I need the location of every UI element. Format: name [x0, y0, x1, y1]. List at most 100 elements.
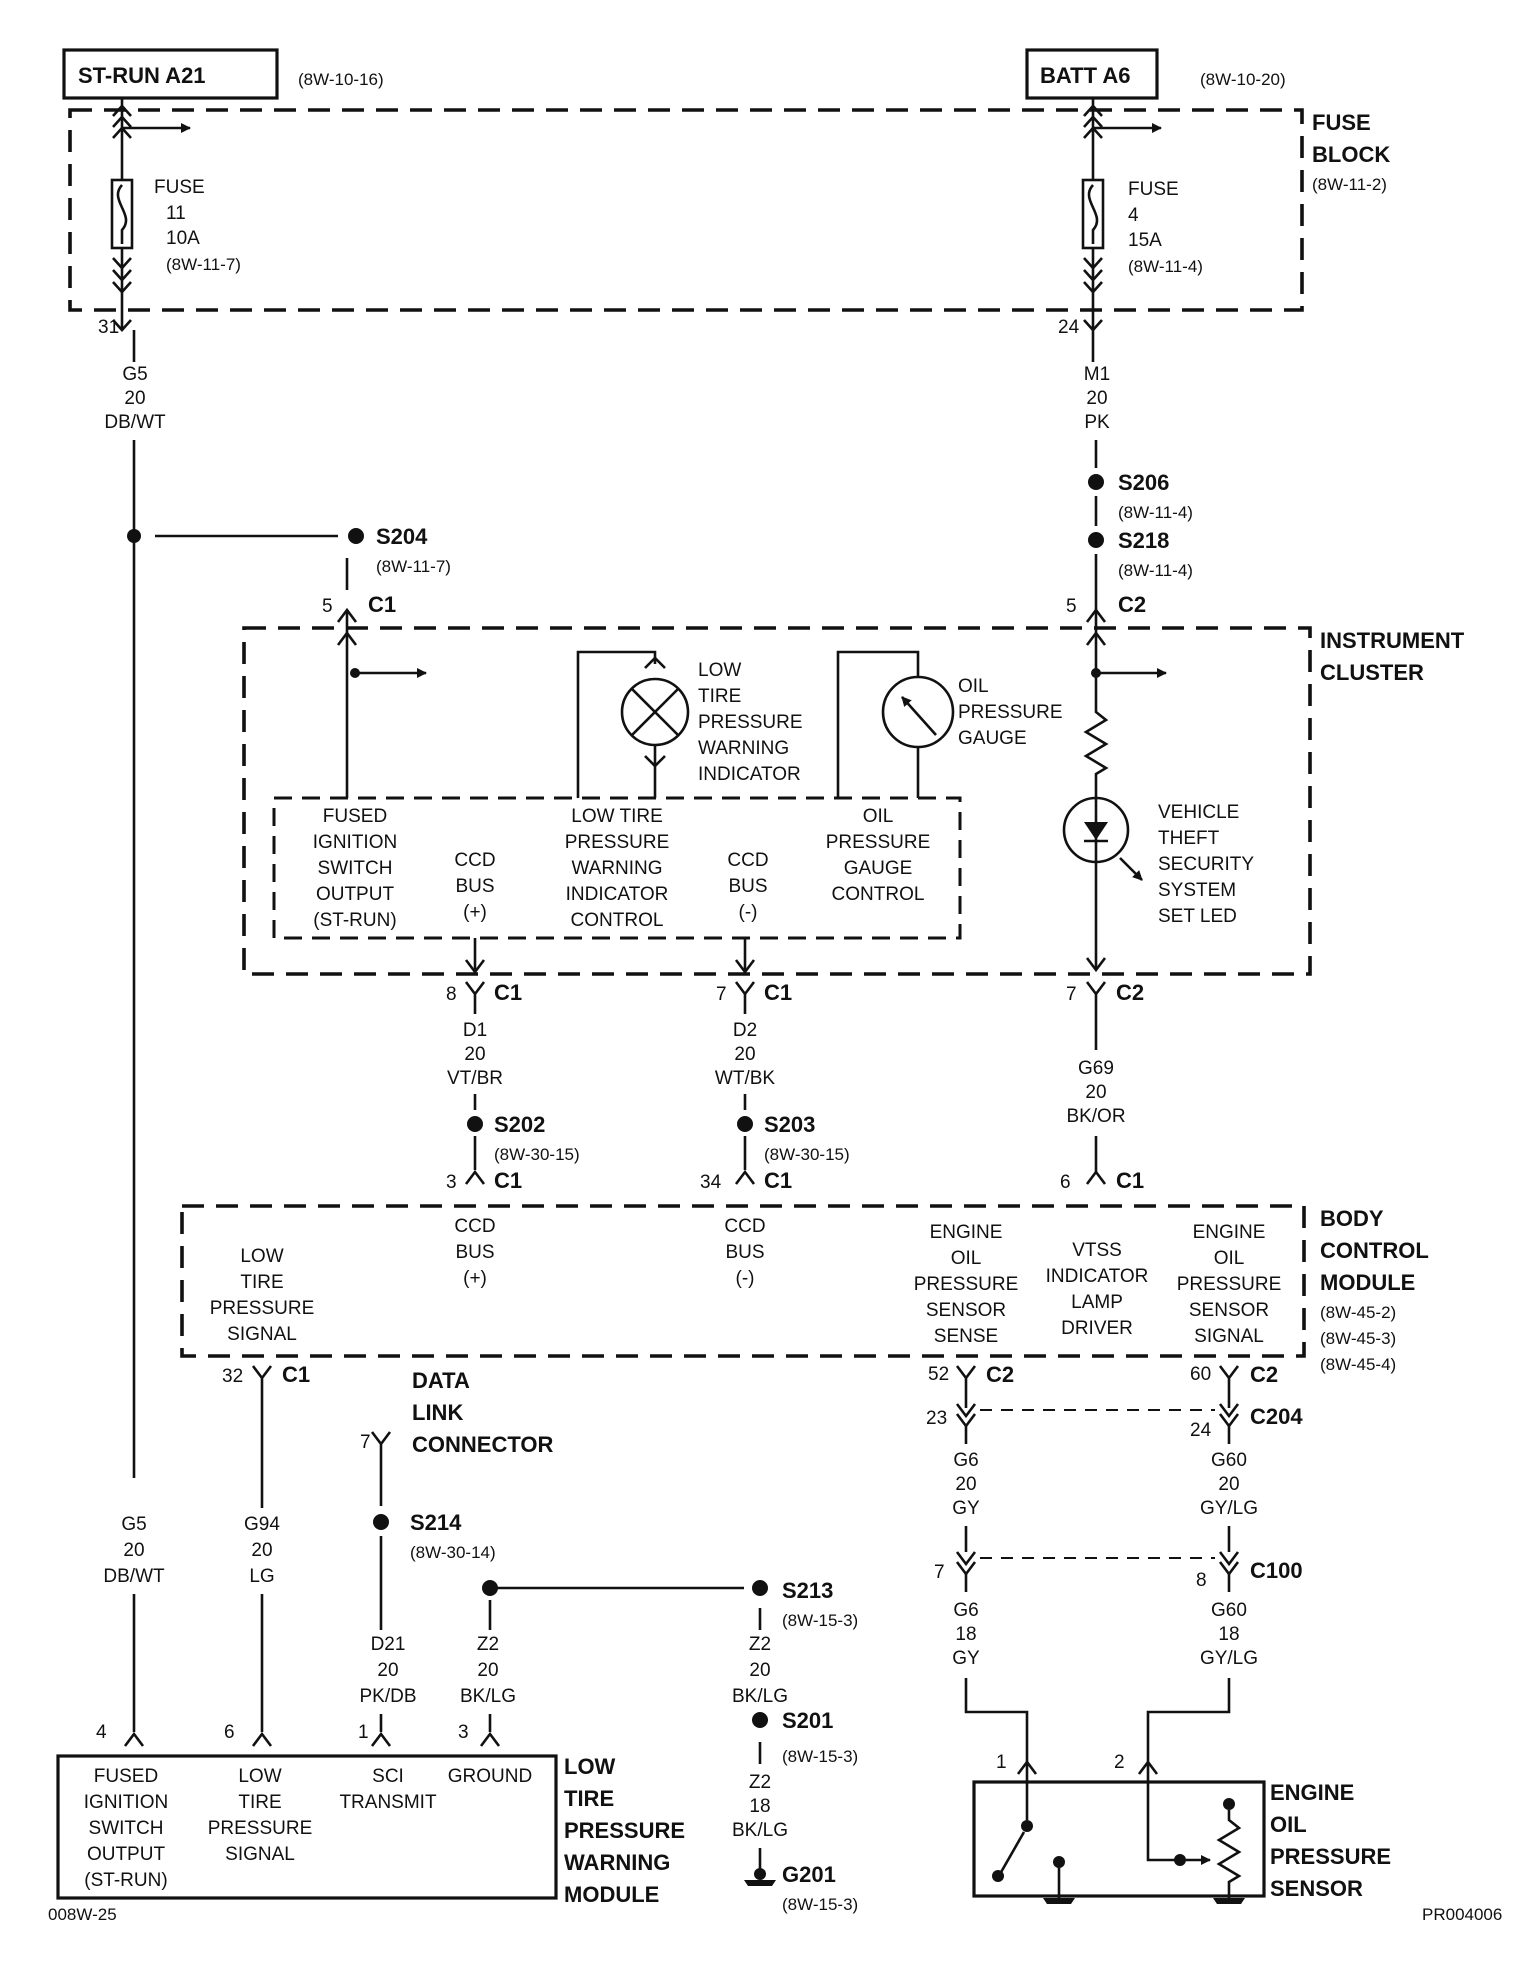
svg-text:24: 24	[1190, 1420, 1212, 1441]
instrument-cluster-outline	[242, 626, 1312, 976]
svg-text:(+): (+)	[463, 902, 487, 923]
ccd-pos-output: 8 C1	[446, 938, 522, 1014]
connector-bcm-c2-g6: 52 C2	[928, 1362, 1014, 1408]
svg-text:CCD: CCD	[454, 850, 495, 871]
svg-text:CCD: CCD	[724, 1216, 765, 1237]
fuse-4: FUSE 4 15A (8W-11-4) 24	[1058, 98, 1203, 338]
svg-text:VTSS: VTSS	[1072, 1240, 1122, 1261]
ltpwm-label-ground: GROUND	[448, 1766, 532, 1787]
splice-s213: S213 (8W-15-3)	[752, 1578, 858, 1630]
svg-text:PK: PK	[1084, 412, 1110, 433]
fuse-label: FUSE	[1128, 179, 1179, 200]
svg-text:G201: G201	[782, 1862, 836, 1887]
fuse-number: 4	[1128, 205, 1139, 226]
svg-text:Z2: Z2	[749, 1634, 771, 1655]
svg-text:PRESSURE: PRESSURE	[958, 702, 1063, 723]
svg-text:LOW: LOW	[564, 1754, 616, 1779]
svg-text:23: 23	[926, 1408, 947, 1429]
svg-text:S203: S203	[764, 1112, 815, 1137]
svg-text:TIRE: TIRE	[238, 1792, 281, 1813]
bcm-label-ccd-pos: CCD BUS (+)	[454, 1216, 495, 1289]
splice-s214: S214 (8W-30-14)	[373, 1510, 496, 1630]
svg-text:LG: LG	[249, 1566, 274, 1587]
svg-text:D1: D1	[463, 1020, 487, 1041]
svg-text:PRESSURE: PRESSURE	[1177, 1274, 1282, 1295]
source-ref: (8W-10-16)	[298, 70, 384, 89]
svg-text:BUS: BUS	[728, 876, 767, 897]
fuse-rating: 15A	[1128, 230, 1162, 251]
cluster-inner-outline	[272, 796, 962, 940]
svg-text:MODULE: MODULE	[1320, 1270, 1415, 1295]
svg-text:5: 5	[322, 596, 333, 617]
label-ccd-pos: CCD BUS (+)	[454, 850, 495, 923]
splice-s206: S206 (8W-11-4)	[1088, 470, 1193, 522]
svg-text:(8W-30-15): (8W-30-15)	[764, 1145, 850, 1164]
connector-ic-c2-top: 5 C2	[1066, 592, 1167, 800]
svg-text:1: 1	[358, 1722, 369, 1743]
svg-text:OIL: OIL	[951, 1248, 982, 1269]
svg-text:8: 8	[1196, 1570, 1207, 1591]
vtss-output: 7 C2	[1066, 980, 1144, 1050]
bcm-label-eop-sense: ENGINE OIL PRESSURE SENSOR SENSE	[914, 1222, 1019, 1347]
svg-text:BODY: BODY	[1320, 1206, 1384, 1231]
svg-text:PRESSURE: PRESSURE	[210, 1298, 315, 1319]
svg-text:5: 5	[1066, 596, 1077, 617]
footer-right-code: PR004006	[1422, 1905, 1502, 1924]
svg-text:(ST-RUN): (ST-RUN)	[313, 910, 396, 931]
svg-text:Z2: Z2	[477, 1634, 499, 1655]
svg-text:BUS: BUS	[725, 1242, 764, 1263]
svg-text:LAMP: LAMP	[1071, 1292, 1123, 1313]
svg-text:(8W-15-3): (8W-15-3)	[782, 1747, 858, 1766]
svg-text:C1: C1	[1116, 1168, 1144, 1193]
engine-oil-pressure-sensor: 1 2	[972, 1752, 1266, 1904]
wire-m1	[1091, 330, 1098, 468]
svg-text:C1: C1	[764, 1168, 792, 1193]
low-tire-warning-indicator-icon	[576, 650, 690, 798]
svg-text:C1: C1	[282, 1362, 310, 1387]
svg-text:GROUND: GROUND	[448, 1766, 532, 1787]
wire-g60-b-label: G60 18 GY/LG	[1200, 1600, 1258, 1669]
splice-s218: S218 (8W-11-4)	[1088, 528, 1193, 580]
svg-text:C1: C1	[494, 1168, 522, 1193]
fuse-ref: (8W-11-4)	[1128, 257, 1203, 276]
svg-text:FUSED: FUSED	[323, 806, 387, 827]
svg-text:32: 32	[222, 1366, 243, 1387]
ltpwm-label-sci: SCI TRANSMIT	[339, 1766, 437, 1813]
oil-gauge-label: OIL PRESSURE GAUGE	[958, 676, 1063, 749]
fuse-label: FUSE	[154, 177, 205, 198]
bcm-label-vtss-driver: VTSS INDICATOR LAMP DRIVER	[1046, 1240, 1149, 1339]
svg-text:OUTPUT: OUTPUT	[87, 1844, 166, 1865]
label-ccd-neg: CCD BUS (-)	[727, 850, 768, 923]
svg-text:CONTROL: CONTROL	[832, 884, 925, 905]
fuse-11: FUSE 11 10A (8W-11-7) 31	[98, 98, 241, 338]
batt-a6-source: BATT A6 (8W-10-20)	[1025, 48, 1286, 100]
svg-text:SENSOR: SENSOR	[1189, 1300, 1269, 1321]
bcm-outline	[180, 1204, 1306, 1358]
wire-g6-a-label: G6 20 GY	[952, 1450, 980, 1519]
svg-text:C2: C2	[986, 1362, 1014, 1387]
svg-text:C204: C204	[1250, 1404, 1303, 1429]
svg-text:GY: GY	[952, 1498, 980, 1519]
splice-s204: S204 (8W-11-7)	[345, 524, 451, 590]
svg-text:ENGINE: ENGINE	[1270, 1780, 1354, 1805]
svg-text:TIRE: TIRE	[240, 1272, 283, 1293]
svg-text:SET LED: SET LED	[1158, 906, 1237, 927]
svg-text:CCD: CCD	[454, 1216, 495, 1237]
connector-bcm-c1-g94: 32 C1	[222, 1362, 310, 1508]
svg-text:GAUGE: GAUGE	[844, 858, 913, 879]
svg-text:PRESSURE: PRESSURE	[1270, 1844, 1391, 1869]
svg-text:(8W-11-7): (8W-11-7)	[376, 557, 451, 576]
svg-text:3: 3	[446, 1172, 457, 1193]
oil-pressure-gauge-icon	[836, 650, 955, 798]
svg-text:S201: S201	[782, 1708, 833, 1733]
svg-text:G69: G69	[1078, 1058, 1114, 1079]
svg-text:GY/LG: GY/LG	[1200, 1498, 1258, 1519]
svg-text:20: 20	[123, 1540, 144, 1561]
svg-text:C1: C1	[494, 980, 522, 1005]
wire-g5-top-label: G5 20 DB/WT	[104, 364, 166, 433]
svg-text:VEHICLE: VEHICLE	[1158, 802, 1239, 823]
svg-text:S204: S204	[376, 524, 428, 549]
svg-text:2: 2	[1114, 1752, 1125, 1773]
vtss-led-icon	[1062, 796, 1143, 973]
